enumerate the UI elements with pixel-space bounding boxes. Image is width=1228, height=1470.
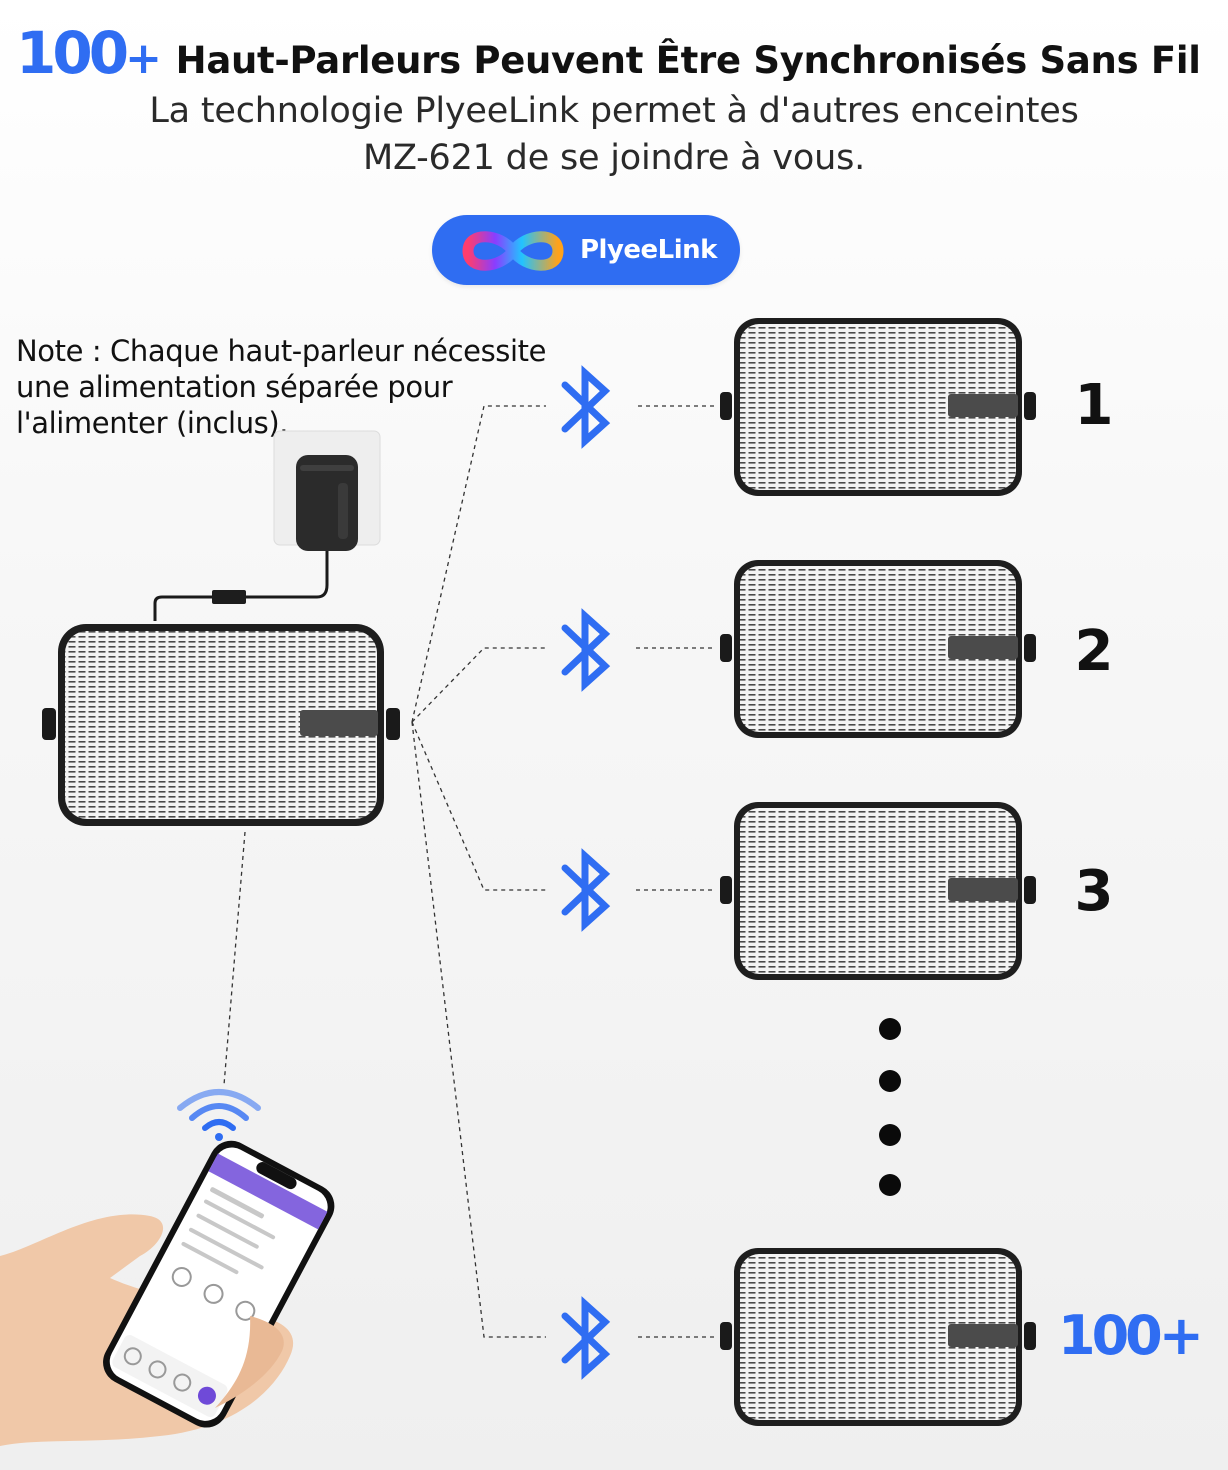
bluetooth-icon <box>561 1296 611 1380</box>
speaker-2 <box>720 560 1036 738</box>
power-adapter-illustration <box>153 430 381 621</box>
subtitle: La technologie PlyeeLink permet à d'autr… <box>0 88 1228 182</box>
speaker-3 <box>720 802 1036 980</box>
plyeelink-badge: PlyeeLink <box>432 215 740 285</box>
headline-plus: + <box>125 33 162 84</box>
subtitle-line-2: MZ-621 de se joindre à vous. <box>362 138 866 178</box>
headline-count: 100 <box>16 19 129 87</box>
speaker-100-label: 100+ <box>1058 1304 1204 1367</box>
speaker-1-label: 1 <box>1074 373 1114 438</box>
speaker-100 <box>720 1248 1036 1426</box>
ellipsis-dot <box>879 1070 901 1092</box>
bluetooth-icon <box>561 608 611 692</box>
main-speaker <box>42 624 400 826</box>
ellipsis-dot <box>879 1124 901 1146</box>
bluetooth-icon <box>561 848 611 932</box>
wifi-icon <box>177 1089 261 1141</box>
power-note: Note : Chaque haut-parleur nécessite une… <box>16 334 547 440</box>
headline-title: Haut-Parleurs Peuvent Être Synchronisés … <box>175 39 1201 82</box>
speaker-2-label: 2 <box>1074 619 1114 684</box>
infinity-logo-icon <box>462 231 564 271</box>
ellipsis-dot <box>879 1174 901 1196</box>
badge-label: PlyeeLink <box>580 235 717 265</box>
connection-lines <box>223 405 716 1338</box>
subtitle-line-1: La technologie PlyeeLink permet à d'autr… <box>149 91 1079 131</box>
headline: 100+ Haut-Parleurs Peuvent Être Synchroni… <box>16 18 1201 88</box>
bluetooth-icon <box>561 365 611 449</box>
speaker-1 <box>720 318 1036 496</box>
ellipsis-dot <box>879 1018 901 1040</box>
hand-with-phone-illustration <box>0 1140 335 1446</box>
speaker-3-label: 3 <box>1074 859 1114 924</box>
